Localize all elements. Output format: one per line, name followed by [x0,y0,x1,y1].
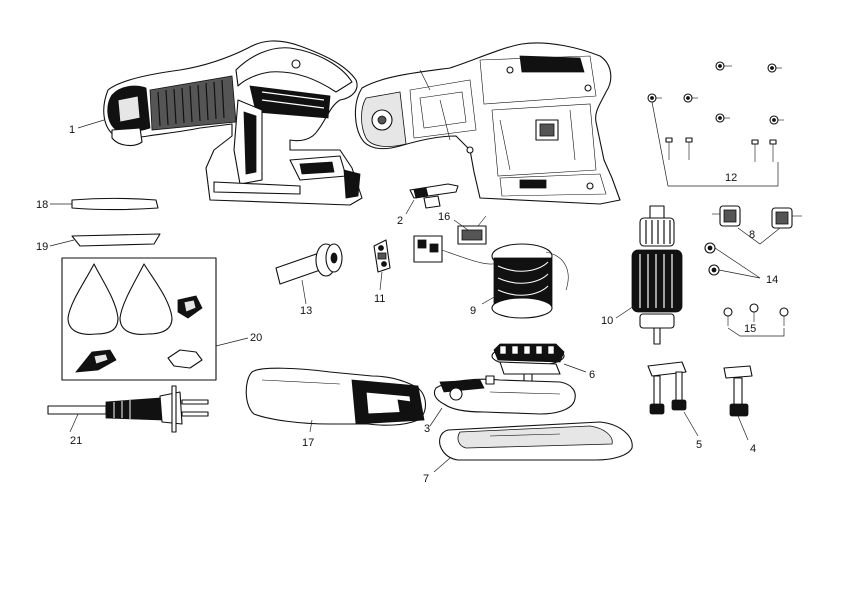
dust-port-assembly [433,375,576,415]
label-part-20: 20 [250,332,262,344]
fan [491,343,565,385]
switch-lever [409,183,459,209]
sanding-plate [439,421,633,461]
label-part-12: 12 [725,172,737,184]
label-part-5: 5 [696,439,702,451]
label-part-14: 14 [766,274,778,286]
label-part-9: 9 [470,305,476,317]
label-part-1: 1 [69,124,75,136]
armature [631,205,683,345]
leader-lines [49,119,749,473]
carbon-brushes [712,205,802,245]
label-part-19: 19 [36,241,48,253]
label-part-4: 4 [750,443,756,455]
power-cord-plug [47,385,209,433]
label-part-3: 3 [424,423,430,435]
part-number-labels: 1 2 3 4 5 6 7 8 9 10 11 12 13 14 15 16 1… [36,124,778,485]
cord-protector [275,243,343,285]
housing-screws [647,61,784,187]
label-part-15: 15 [744,323,756,335]
motor-cover [245,367,427,426]
label-part-16: 16 [438,211,450,223]
label-part-13: 13 [300,305,312,317]
label-part-7: 7 [423,473,429,485]
standoff-bracket-single [723,365,753,417]
switch [457,215,487,245]
label-part-2: 2 [397,215,403,227]
sanding-pad-sheet [71,233,161,247]
stator-field [491,243,569,319]
label-part-10: 10 [601,315,613,327]
right-housing-half [354,42,621,205]
terminal-block [413,235,501,265]
label-part-11: 11 [374,293,385,305]
label-part-17: 17 [302,437,314,449]
small-washers [704,242,761,279]
label-part-18: 18 [36,199,48,211]
cord-clamp [373,239,391,273]
label-part-21: 21 [70,435,82,447]
label-part-6: 6 [589,369,595,381]
tapping-screws [723,303,789,337]
standoff-bracket-double [647,361,687,415]
accessory-kit [61,257,217,381]
label-part-8: 8 [749,229,755,241]
left-housing-half [103,40,363,206]
sanding-pad-strip [71,197,159,211]
